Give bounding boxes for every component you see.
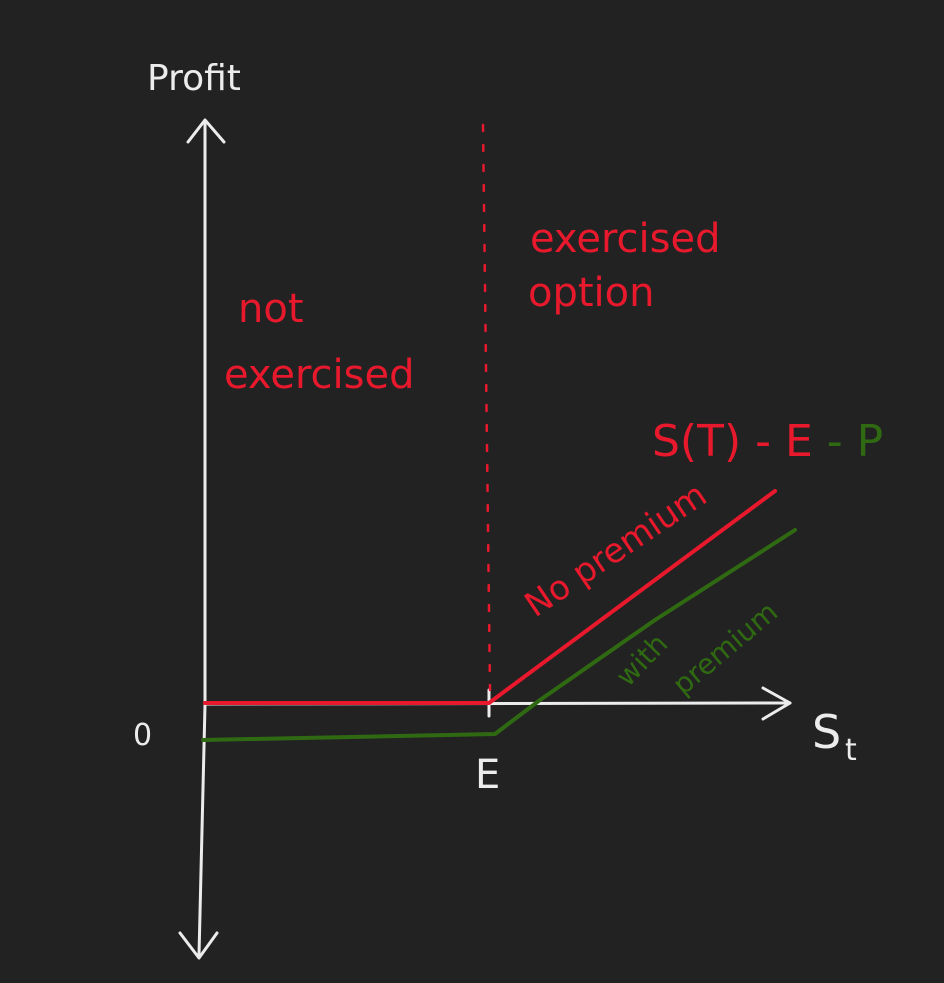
label-with-premium-line1: with [609, 627, 674, 693]
payoff-formula: S(T) - E - P [652, 416, 883, 467]
x-axis-arrow [761, 686, 792, 721]
y-axis-line-down [197, 703, 207, 957]
strike-divider [481, 123, 492, 692]
x-axis-label: S [812, 705, 841, 759]
y-axis [178, 118, 226, 960]
x-axis-label-subscript: t [845, 733, 857, 768]
region-not-exercised-line2: exercised [224, 352, 414, 398]
payoff-formula-premium: - P [813, 416, 883, 467]
payoff-line-no-premium [203, 489, 777, 705]
y-axis-arrow-down [178, 931, 219, 960]
y-axis-arrow-up [186, 118, 226, 144]
payoff-line-with-premium [201, 528, 797, 742]
region-exercised-line2: option [528, 270, 654, 316]
region-not-exercised-line1: not [238, 286, 304, 332]
y-axis-label: Profit [147, 58, 241, 99]
region-exercised-line1: exercised [530, 216, 720, 262]
payoff-formula-main: S(T) - E [652, 416, 813, 467]
origin-label: 0 [133, 718, 152, 753]
strike-label: E [475, 752, 500, 798]
label-with-premium-line2: premium [666, 595, 784, 701]
